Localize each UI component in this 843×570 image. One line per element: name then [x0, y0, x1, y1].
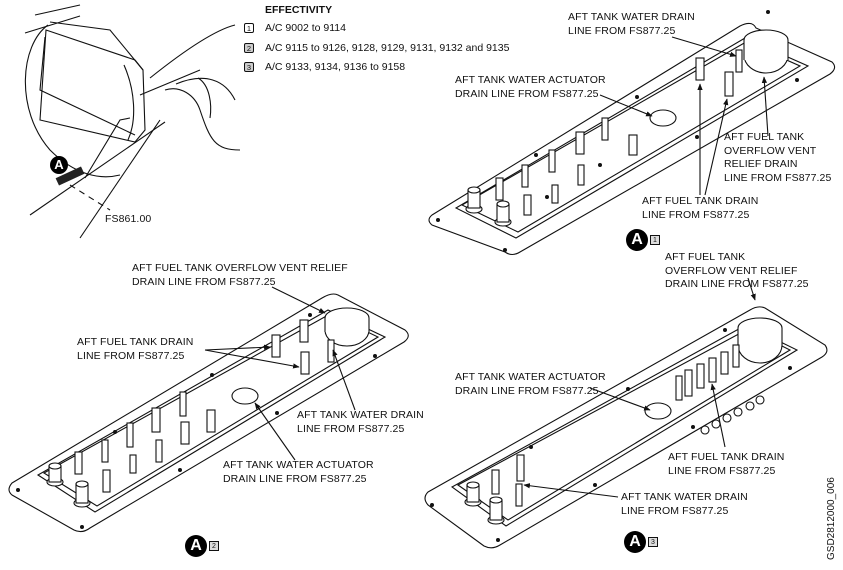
locator-view — [24, 4, 241, 239]
v1-overflow-vent-label: AFT FUEL TANK OVERFLOW VENT RELIEF DRAIN… — [724, 131, 832, 184]
view-letter-icon: A — [185, 535, 207, 557]
effectivity-item-1: 1 A/C 9002 to 9114 — [244, 22, 346, 34]
v3-water-drain-label: AFT TANK WATER DRAIN LINE FROM FS877.25 — [621, 491, 748, 517]
v1-view-badge: A 1 — [626, 229, 660, 251]
station-label: FS861.00 — [105, 213, 152, 225]
v2-water-drain-label: AFT TANK WATER DRAIN LINE FROM FS877.25 — [297, 409, 424, 435]
locator-detail-badge: A — [50, 156, 68, 174]
v2-overflow-vent-label: AFT FUEL TANK OVERFLOW VENT RELIEF DRAIN… — [132, 262, 348, 288]
effectivity-text-2: A/C 9115 to 9126, 9128, 9129, 9131, 9132… — [265, 42, 510, 54]
view2-panel — [8, 286, 409, 533]
v3-view-badge: A 3 — [624, 531, 658, 553]
effectivity-item-2: 2 A/C 9115 to 9126, 9128, 9129, 9131, 91… — [244, 42, 509, 54]
v1-water-drain-label: AFT TANK WATER DRAIN LINE FROM FS877.25 — [568, 11, 695, 37]
effectivity-marker-icon: 1 — [650, 235, 660, 245]
detail-location-marker — [55, 166, 85, 186]
v2-view-badge: A 2 — [185, 535, 219, 557]
effectivity-text-1: A/C 9002 to 9114 — [265, 22, 346, 34]
figure-id: GSD2812000_006 — [826, 477, 837, 560]
effectivity-title: EFFECTIVITY — [265, 4, 333, 16]
v2-fuel-drain-label: AFT FUEL TANK DRAIN LINE FROM FS877.25 — [77, 336, 194, 362]
view-letter-icon: A — [626, 229, 648, 251]
v3-water-actuator-label: AFT TANK WATER ACTUATOR DRAIN LINE FROM … — [455, 371, 606, 397]
v3-overflow-vent-label: AFT FUEL TANK OVERFLOW VENT RELIEF DRAIN… — [665, 251, 809, 290]
effectivity-item-3: 3 A/C 9133, 9134, 9136 to 9158 — [244, 61, 405, 73]
effectivity-marker-icon: 2 — [209, 541, 219, 551]
effectivity-marker-1: 1 — [244, 23, 254, 33]
effectivity-marker-icon: 3 — [648, 537, 658, 547]
effectivity-marker-3: 3 — [244, 62, 254, 72]
effectivity-text-3: A/C 9133, 9134, 9136 to 9158 — [265, 61, 406, 73]
view1-panel — [428, 10, 836, 256]
v1-water-actuator-label: AFT TANK WATER ACTUATOR DRAIN LINE FROM … — [455, 74, 606, 100]
v2-water-actuator-label: AFT TANK WATER ACTUATOR DRAIN LINE FROM … — [223, 459, 374, 485]
view-letter-icon: A — [624, 531, 646, 553]
effectivity-marker-2: 2 — [244, 43, 254, 53]
v3-fuel-drain-label: AFT FUEL TANK DRAIN LINE FROM FS877.25 — [668, 451, 785, 477]
detail-letter-icon: A — [50, 156, 68, 174]
v1-fuel-drain-label: AFT FUEL TANK DRAIN LINE FROM FS877.25 — [642, 195, 759, 221]
view3-panel — [424, 277, 828, 549]
